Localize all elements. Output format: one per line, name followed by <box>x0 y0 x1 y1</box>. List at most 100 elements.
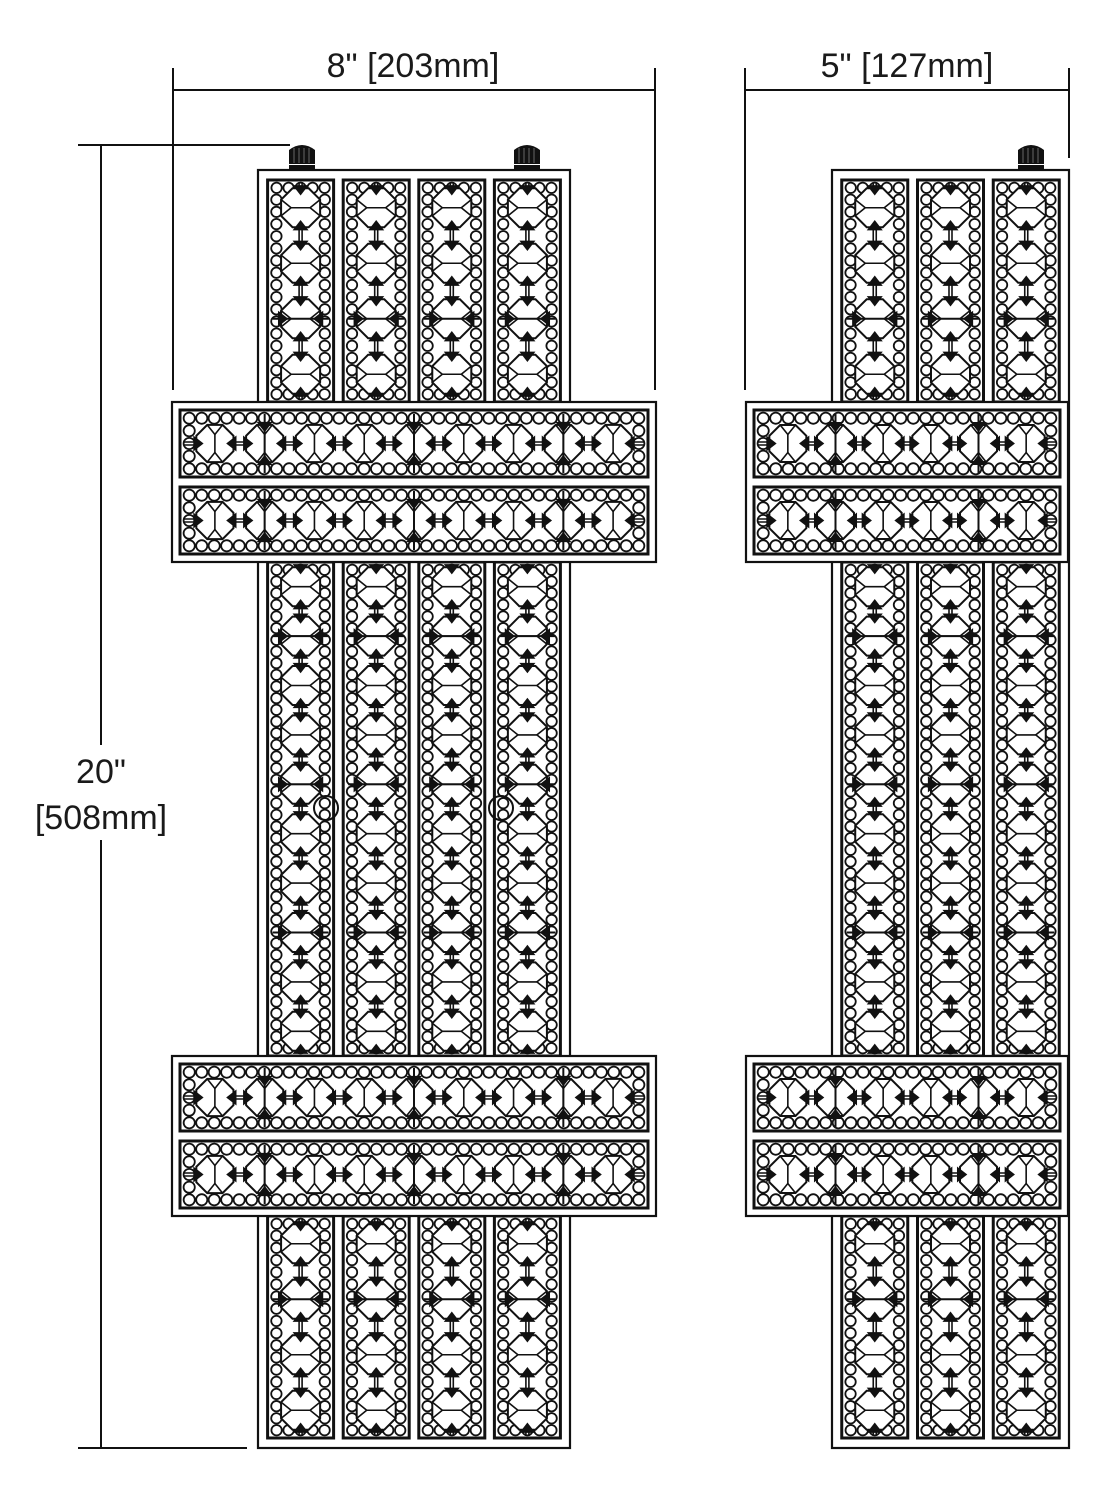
prong-arrow <box>491 1166 503 1183</box>
bead <box>968 278 981 292</box>
bead <box>270 1266 283 1279</box>
bead <box>920 1326 933 1340</box>
bead <box>1031 411 1045 425</box>
bead <box>1044 1078 1058 1092</box>
bead <box>1044 983 1057 996</box>
crystal-icon <box>506 1334 548 1376</box>
bead <box>345 376 359 389</box>
crystal-band <box>744 1054 1070 1218</box>
bead <box>869 462 883 476</box>
prong-arrow <box>942 846 959 857</box>
bead <box>844 181 857 194</box>
bead <box>582 1193 596 1207</box>
bead <box>1044 715 1057 728</box>
bead <box>497 193 510 206</box>
prong-arrow <box>519 909 536 921</box>
bead <box>892 855 906 868</box>
prong-arrow <box>475 512 486 529</box>
bead <box>994 1142 1008 1156</box>
bead <box>995 1253 1009 1267</box>
bead <box>421 610 434 623</box>
prong-arrow <box>504 628 516 645</box>
prong-arrow <box>443 959 460 970</box>
bead <box>544 1116 558 1130</box>
crystal-facets <box>604 1155 622 1194</box>
bead <box>421 1326 434 1340</box>
bead <box>920 750 933 763</box>
bead <box>497 575 510 588</box>
bead <box>756 539 770 553</box>
mounting-cap-icon <box>289 145 315 169</box>
prong-arrow <box>866 860 883 871</box>
prong-arrow <box>970 1185 987 1197</box>
bead <box>920 1030 933 1043</box>
crystal-icon <box>195 423 235 464</box>
bead <box>270 820 283 833</box>
bead <box>968 995 981 1008</box>
bead <box>307 1116 321 1130</box>
bead <box>497 598 510 611</box>
bead <box>844 692 857 705</box>
crystal-icon <box>493 1077 534 1118</box>
bead <box>1044 762 1057 775</box>
bead <box>497 890 510 903</box>
prong-arrow <box>353 1291 364 1308</box>
bead <box>806 1142 820 1156</box>
bead <box>469 254 483 267</box>
bead <box>318 254 331 267</box>
bead <box>195 411 209 425</box>
prong-arrow <box>443 1276 460 1287</box>
bead <box>844 727 857 740</box>
bead <box>892 1253 906 1267</box>
crystal-facets <box>206 1078 224 1117</box>
bead <box>318 351 331 365</box>
bead <box>881 411 895 425</box>
prong-arrow <box>405 1152 423 1164</box>
bead <box>856 1193 870 1207</box>
prong-arrow <box>342 435 353 452</box>
bead <box>469 1018 483 1031</box>
bead <box>1044 1241 1057 1254</box>
bead <box>270 843 283 856</box>
front-view <box>170 145 658 1450</box>
bead <box>806 462 820 476</box>
bead <box>469 878 483 891</box>
bead <box>919 1142 933 1156</box>
prong-arrow <box>443 564 460 575</box>
crystal-icon <box>911 1078 951 1117</box>
bead <box>370 1116 384 1130</box>
bead <box>421 254 434 267</box>
bead <box>307 488 321 502</box>
bead <box>394 657 407 670</box>
prong-arrow <box>519 747 536 758</box>
bead <box>421 587 434 600</box>
prong-arrow <box>962 628 974 645</box>
bead <box>844 598 857 611</box>
bead <box>482 462 496 476</box>
bead <box>996 181 1009 194</box>
prong-arrow <box>243 435 254 452</box>
bead <box>844 937 857 950</box>
prong-arrow <box>292 1422 309 1433</box>
prong-arrow <box>256 454 273 466</box>
bead <box>370 488 384 502</box>
bead <box>544 1065 558 1079</box>
crystal-icon <box>593 500 633 541</box>
crystal-icon <box>294 500 335 541</box>
bead <box>497 750 510 763</box>
bead <box>844 1253 857 1267</box>
prong-arrow <box>1018 1332 1035 1343</box>
bead <box>394 563 407 576</box>
bead <box>357 1193 371 1207</box>
bead <box>920 1266 933 1279</box>
bead <box>1044 193 1057 206</box>
bead <box>968 205 981 218</box>
bead <box>844 230 857 243</box>
bead <box>345 808 359 821</box>
bead <box>844 1424 857 1437</box>
bead <box>469 1326 483 1340</box>
prong-arrow <box>539 310 551 327</box>
bead <box>195 488 209 502</box>
bead <box>421 351 434 365</box>
bead <box>545 902 558 915</box>
